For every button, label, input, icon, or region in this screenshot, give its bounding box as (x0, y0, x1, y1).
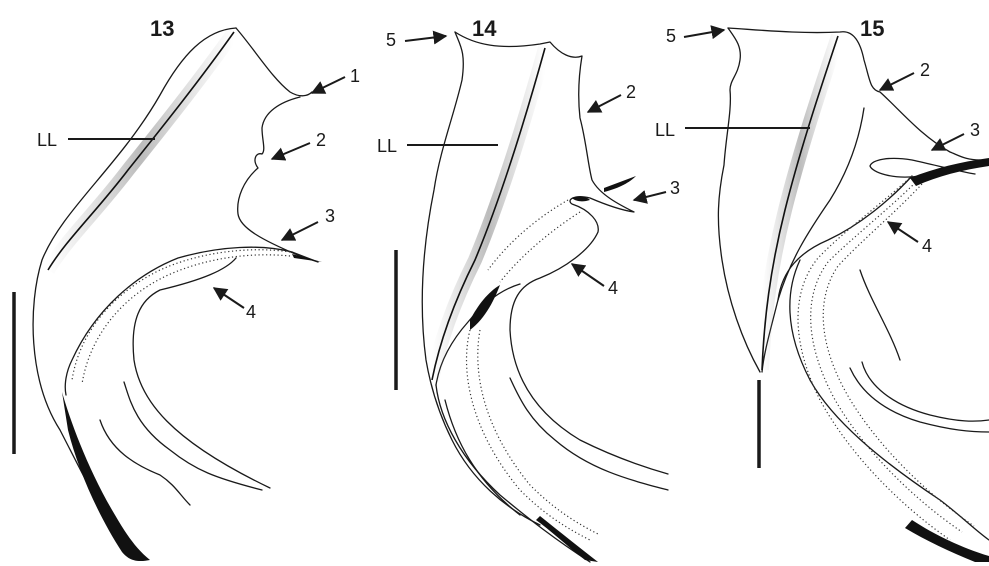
callout-4: 4 (922, 236, 932, 256)
callout-2: 2 (920, 60, 930, 80)
figure-13: 13 LL 1 2 3 4 (14, 16, 360, 561)
figure-number: 13 (150, 16, 174, 41)
outline (718, 28, 760, 372)
outline (33, 28, 236, 540)
callout-3: 3 (325, 206, 335, 226)
callout-5: 5 (666, 26, 676, 46)
figure-14: 14 LL 5 2 3 4 (377, 16, 680, 562)
callout-1: 1 (350, 66, 360, 86)
spine-shade (62, 392, 150, 561)
figure-number: 15 (860, 16, 884, 41)
spine-shade (470, 285, 500, 330)
callout-3: 3 (970, 120, 980, 140)
callout-4: 4 (246, 302, 256, 322)
figure-number: 14 (472, 16, 497, 41)
callout-3: 3 (670, 178, 680, 198)
callout-2: 2 (316, 130, 326, 150)
figure-15: 15 LL 5 2 3 4 (655, 16, 989, 562)
lateral-line-label: LL (655, 120, 675, 140)
callout-2: 2 (626, 82, 636, 102)
callout-5: 5 (386, 30, 396, 50)
lateral-line-label: LL (377, 136, 397, 156)
lateral-line-label: LL (37, 130, 57, 150)
callout-4: 4 (608, 278, 618, 298)
